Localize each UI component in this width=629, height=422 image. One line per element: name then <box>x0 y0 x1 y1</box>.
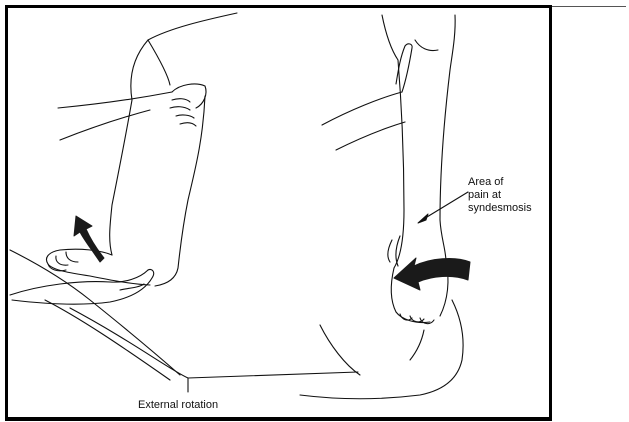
right-leg-drawing <box>300 15 468 399</box>
leader-line-left <box>70 308 188 378</box>
left-leg-drawing <box>10 13 237 380</box>
leader-line-right <box>188 372 358 378</box>
pointer-arrowhead <box>418 214 428 223</box>
area-of-pain-label: Area of pain at syndesmosis <box>468 176 532 215</box>
curved-rotation-arrow-icon <box>74 216 104 262</box>
external-rotation-label: External rotation <box>138 399 218 412</box>
curved-rotation-arrow-icon <box>394 258 470 290</box>
